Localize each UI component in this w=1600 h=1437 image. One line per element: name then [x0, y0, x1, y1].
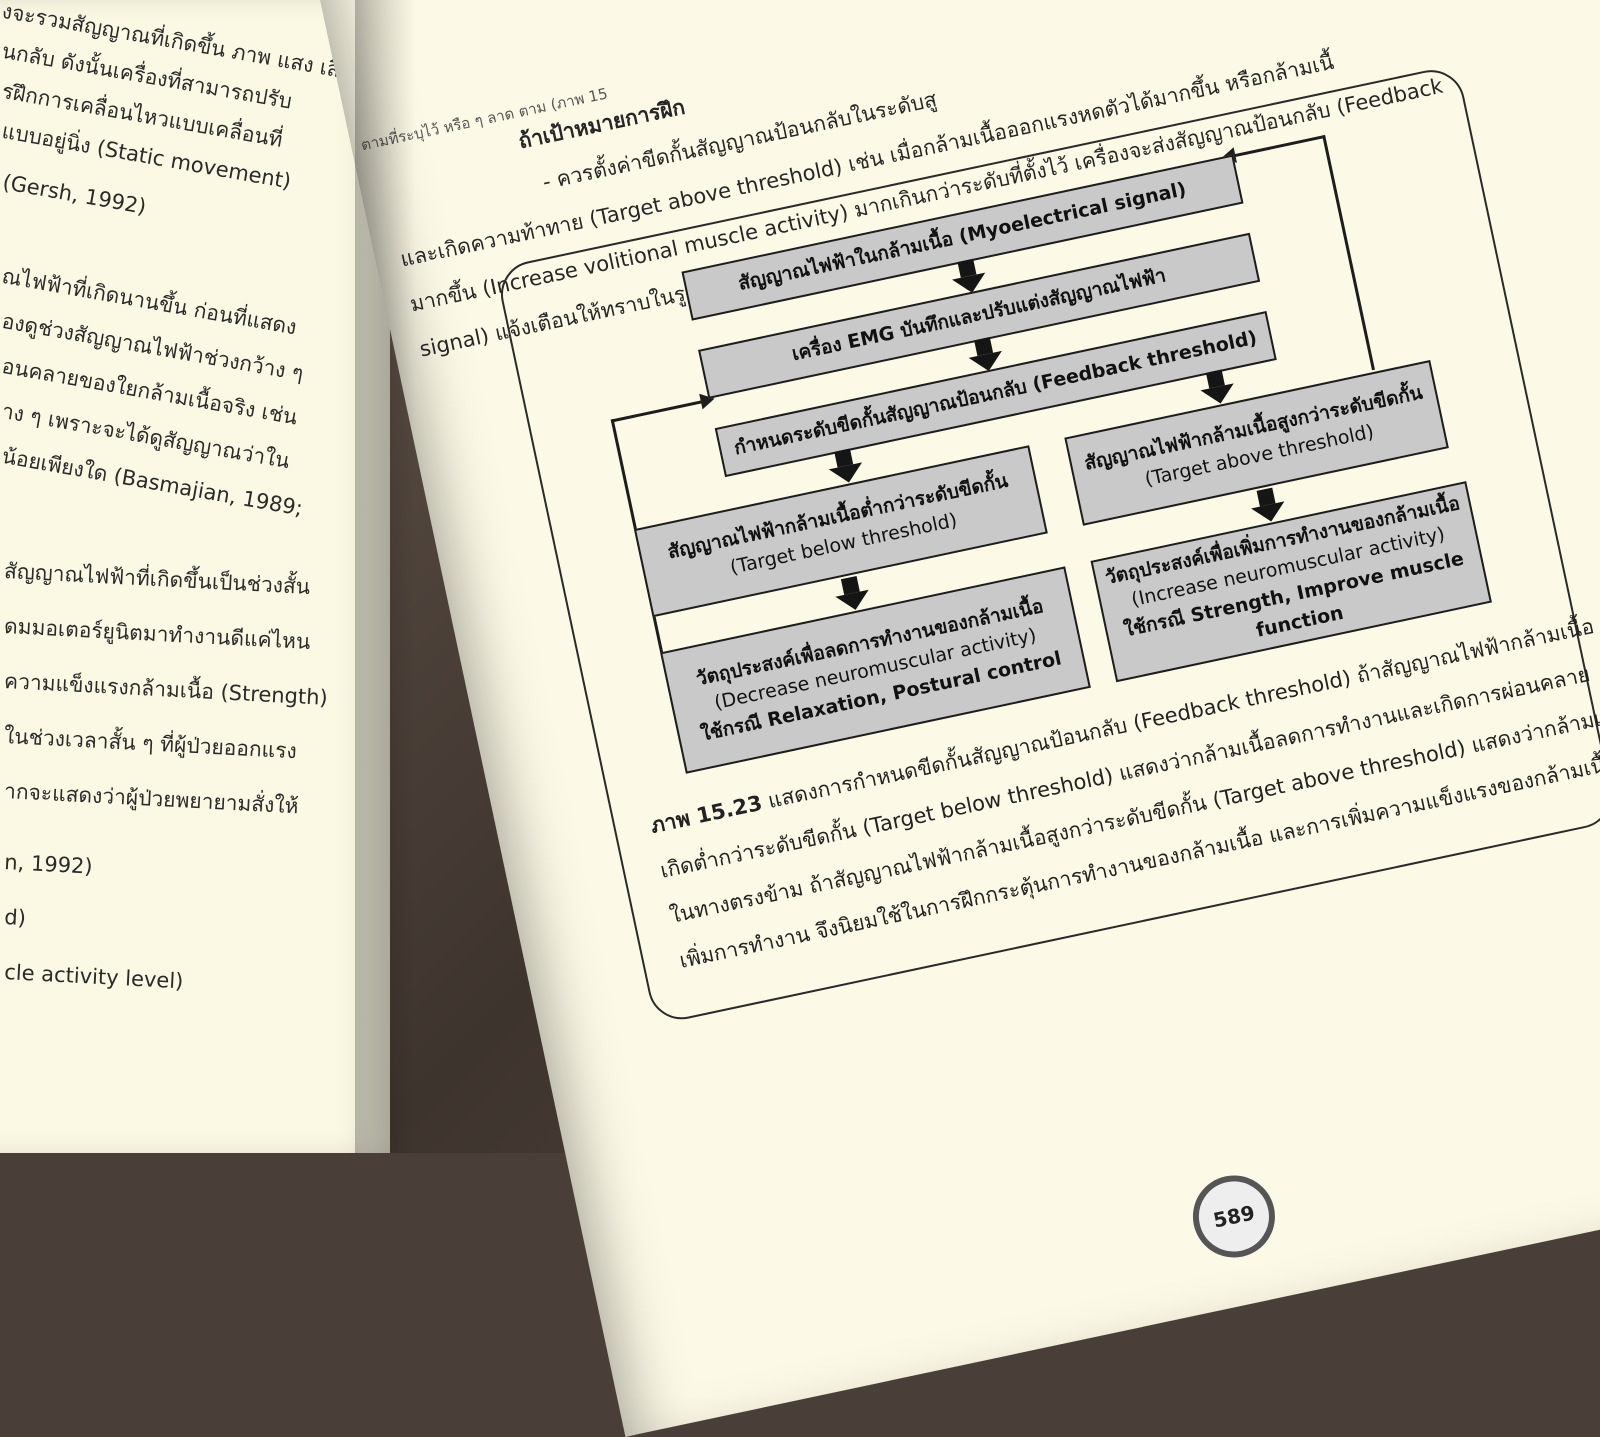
left-page: งจะรวมสัญญาณที่เกิดขึ้น ภาพ แสง เสียงนกล…	[0, 0, 390, 1153]
left-page-line: n, 1992)	[3, 850, 94, 879]
left-page-line: ากจะแสดงว่าผู้ป่วยพยายามสั่งให้	[3, 778, 300, 819]
right-loop-top-line	[1234, 135, 1325, 158]
left-page-line: cle activity level)	[3, 960, 184, 994]
left-page-line: d)	[3, 905, 27, 931]
page-number: 589	[1185, 1167, 1283, 1266]
caption-label: ภาพ 15.23	[648, 790, 765, 838]
right-page: ตามที่ระบุไว้ หรือ ๆ ลาด ตาม (ภาพ 15 ถ้า…	[313, 0, 1600, 1437]
left-page-line: ความแข็งแรงกล้ามเนื้อ (Strength)	[3, 668, 329, 710]
left-loop-top-line	[610, 399, 705, 423]
left-page-line: ในช่วงเวลาสั้น ๆ ที่ผู้ป่วยออกแรง	[3, 723, 298, 764]
right-loop-line	[1322, 134, 1375, 371]
left-page-line: สัญญาณไฟฟ้าที่เกิดขึ้นเป็นช่วงสั้น	[3, 558, 311, 599]
left-page-line: ดมมอเตอร์ยูนิตมาทำงานดีแค่ไหน	[3, 613, 311, 655]
left-page-line: (Gersh, 1992)	[0, 170, 149, 219]
